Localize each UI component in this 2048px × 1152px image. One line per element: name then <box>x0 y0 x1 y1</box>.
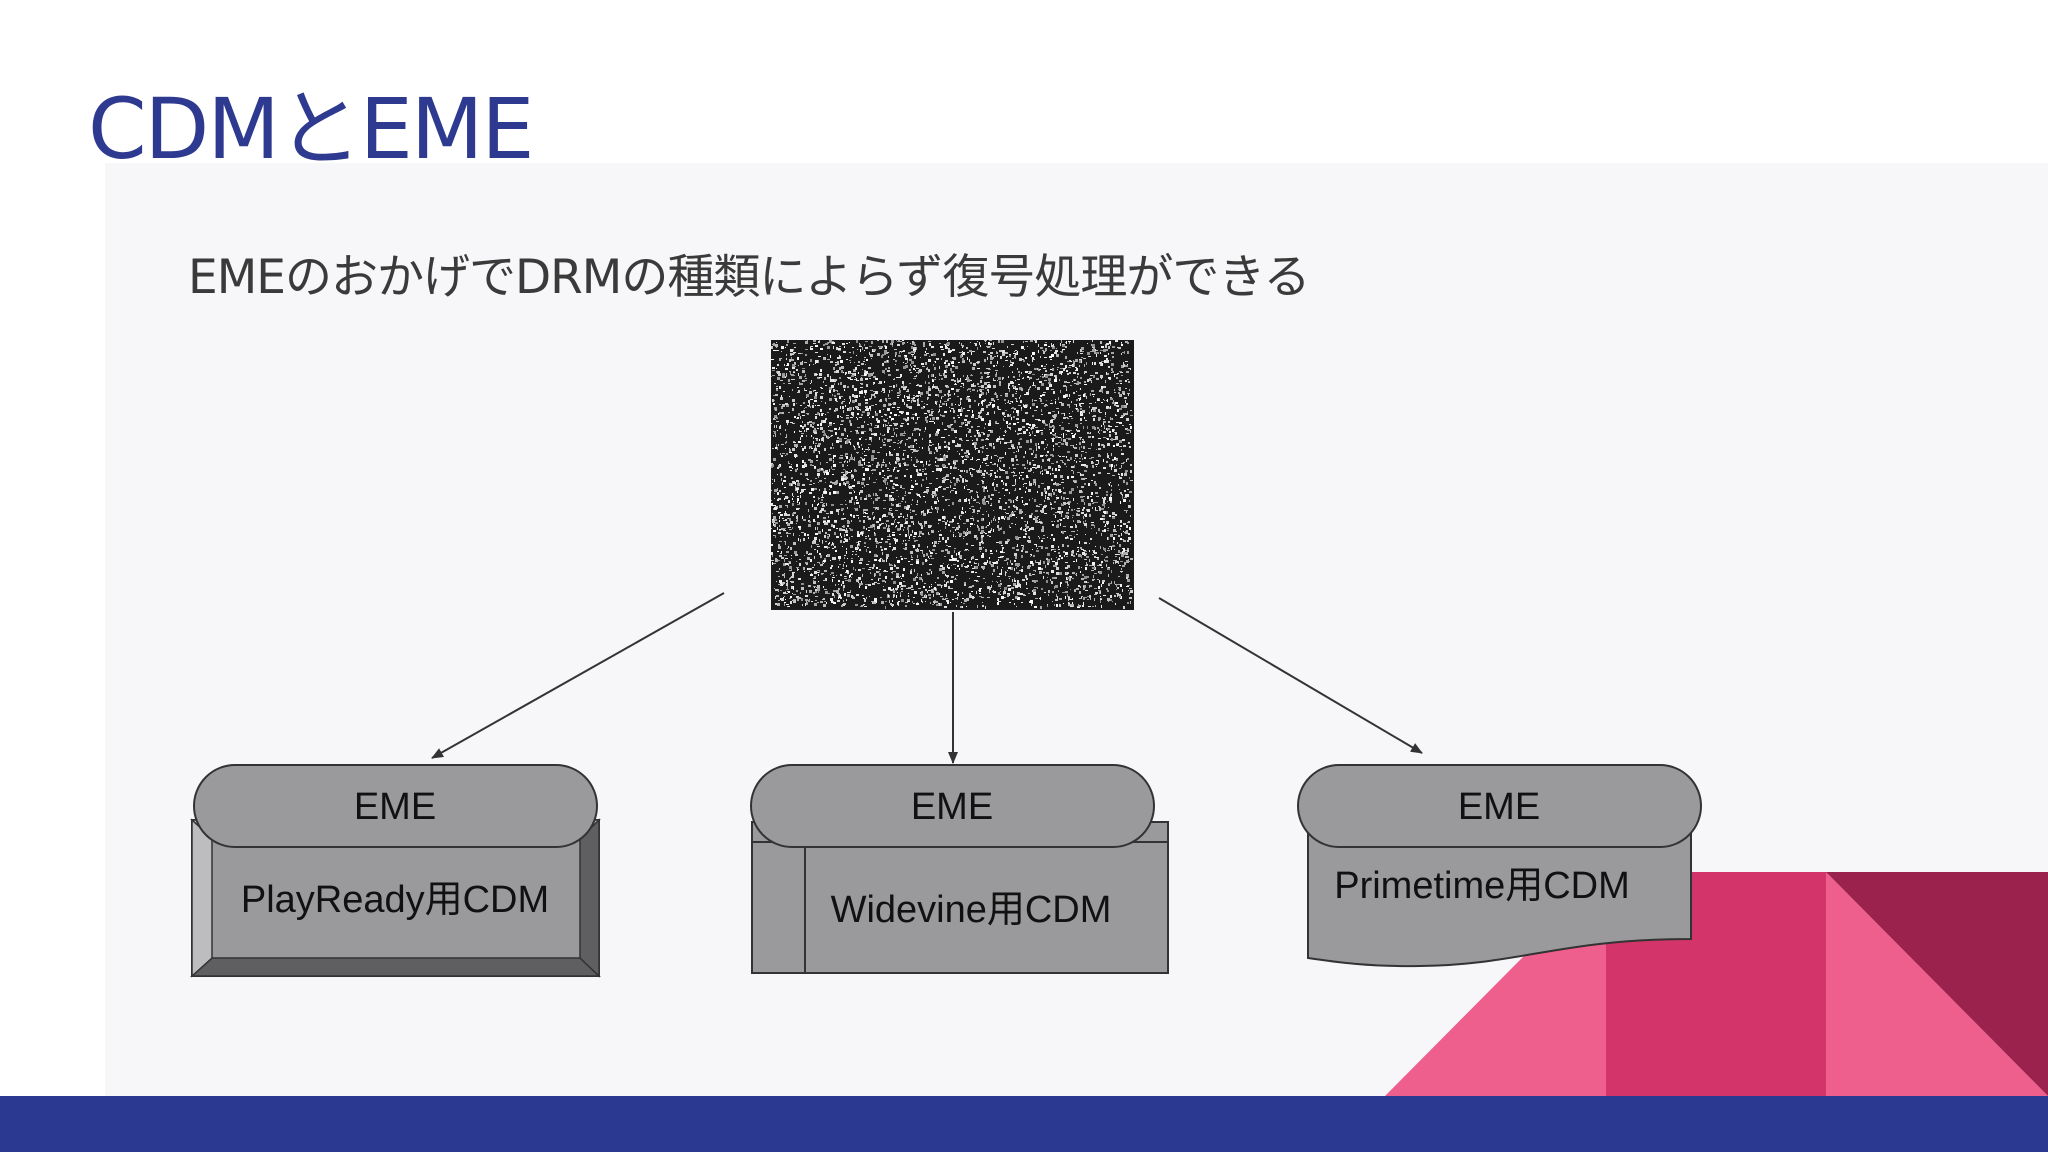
slide-subtitle: EMEのおかげでDRMの種類によらず復号処理ができる <box>188 250 1310 305</box>
cdm-label-playready: PlayReady用CDM <box>241 879 549 921</box>
eme-label-widevine: EME <box>911 786 993 828</box>
eme-label-primetime: EME <box>1458 786 1540 828</box>
arrow-to-primetime <box>1158 597 1423 754</box>
cdm-label-primetime: Primetime用CDM <box>1334 865 1630 907</box>
eme-label-playready: EME <box>354 786 436 828</box>
cdm-label-widevine: Widevine用CDM <box>831 889 1112 931</box>
eme-capsule-playready <box>193 764 598 848</box>
encrypted-noise-block <box>771 340 1134 610</box>
node-widevine: EME Widevine用CDM <box>750 764 1169 974</box>
slide-title: CDMとEME <box>88 80 534 178</box>
node-playready: EME PlayReady用CDM <box>190 764 601 978</box>
eme-capsule-primetime <box>1297 764 1702 848</box>
noise-speckles <box>771 340 1133 609</box>
eme-capsule-widevine <box>750 764 1155 848</box>
footer-bar <box>0 1096 2048 1152</box>
node-primetime: EME Primetime用CDM <box>1297 764 1702 968</box>
arrow-to-playready <box>431 592 725 759</box>
decor-block-dark <box>1826 872 2048 1096</box>
corner-decoration <box>1385 872 2048 1096</box>
